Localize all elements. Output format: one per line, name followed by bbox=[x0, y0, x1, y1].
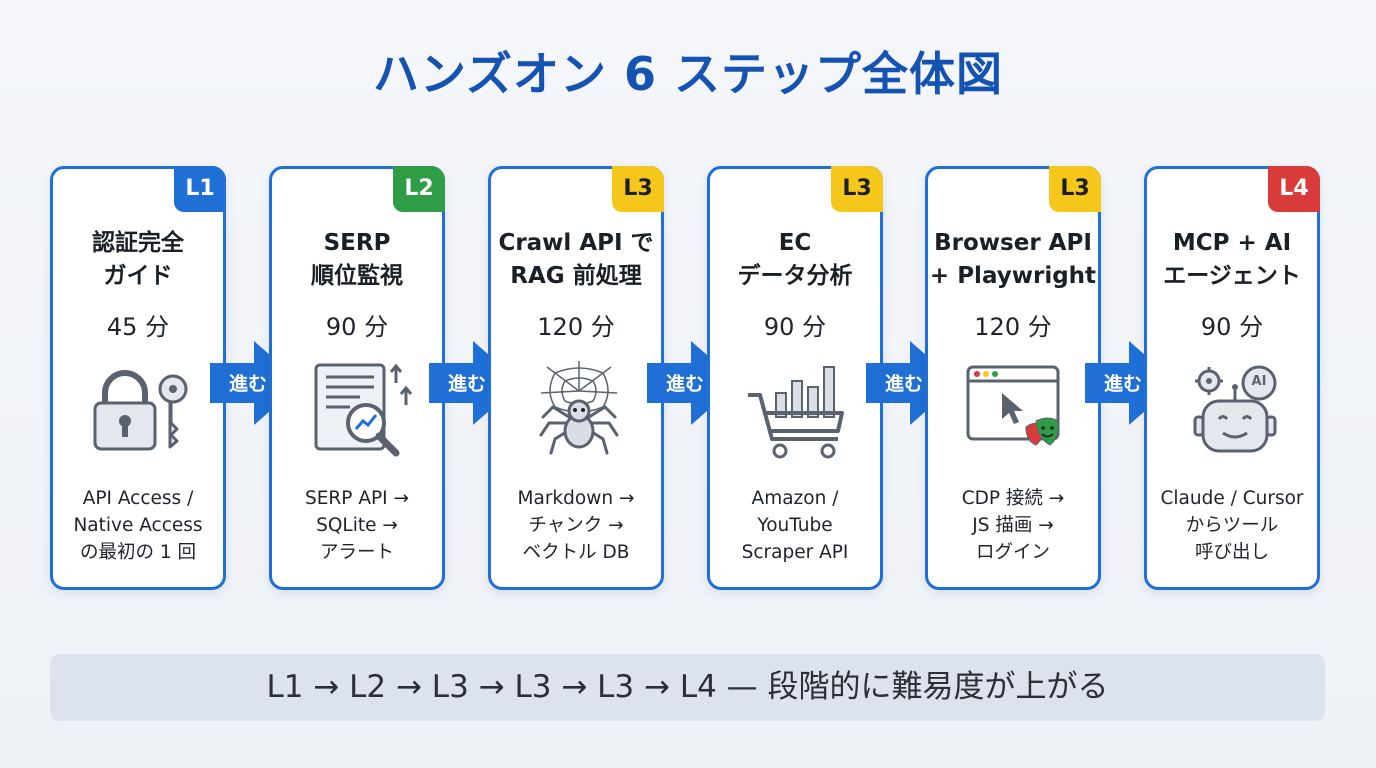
step-description: Amazon / YouTube Scraper API bbox=[741, 488, 849, 563]
step-description: Claude / Cursor からツール 呼び出し bbox=[1160, 488, 1304, 563]
level-badge: L2 bbox=[393, 166, 445, 212]
search-report-icon bbox=[300, 361, 420, 461]
step-duration: 45 分 bbox=[106, 313, 170, 341]
level-badge: L3 bbox=[612, 166, 664, 212]
level-badge: L3 bbox=[1049, 166, 1101, 212]
arrow-label: 進む bbox=[1103, 373, 1142, 395]
step-description: Markdown → チャンク → ベクトル DB bbox=[517, 488, 635, 563]
next-arrow-1: 進む bbox=[210, 341, 302, 425]
difficulty-footer: L1 → L2 → L3 → L3 → L3 → L4 — 段階的に難易度が上が… bbox=[50, 654, 1325, 721]
step-duration: 90 分 bbox=[1200, 313, 1264, 341]
step-title: Browser API + Playwright bbox=[929, 230, 1097, 289]
level-badge: L4 bbox=[1268, 166, 1320, 212]
spider-icon bbox=[519, 361, 639, 461]
page-title: ハンズオン 6 ステップ全体図 bbox=[372, 47, 1004, 101]
next-arrow-5: 進む bbox=[1085, 341, 1177, 425]
step-description: API Access / Native Access の最初の 1 回 bbox=[73, 488, 203, 563]
ai-label: AI bbox=[1251, 374, 1267, 389]
step-card-5: L3 Browser API + Playwright 120 分 CDP 接続… bbox=[925, 166, 1101, 590]
step-title: 認証完全 ガイド bbox=[92, 230, 184, 289]
next-arrow-3: 進む bbox=[647, 341, 739, 425]
lock-key-icon bbox=[81, 361, 201, 461]
step-description: CDP 接続 → JS 描画 → ログイン bbox=[961, 488, 1065, 563]
step-title: EC データ分析 bbox=[737, 230, 853, 289]
level-badge: L3 bbox=[831, 166, 883, 212]
step-card-6: L4 MCP + AI エージェント 90 分 AI Claude / Curs… bbox=[1144, 166, 1320, 590]
arrow-label: 進む bbox=[447, 373, 486, 395]
arrow-label: 進む bbox=[884, 373, 923, 395]
step-description: SERP API → SQLite → アラート bbox=[305, 488, 409, 563]
step-card-3: L3 Crawl API で RAG 前処理 120 分 bbox=[488, 166, 664, 590]
step-title: MCP + AI エージェント bbox=[1163, 230, 1301, 289]
arrow-label: 進む bbox=[665, 373, 704, 395]
step-card-1: L1 認証完全 ガイド 45 分 API Access / Native Acc… bbox=[50, 166, 226, 590]
ai-robot-icon: AI bbox=[1175, 361, 1295, 461]
step-title: Crawl API で RAG 前処理 bbox=[498, 230, 654, 289]
shopping-cart-chart-icon bbox=[738, 361, 858, 461]
step-duration: 90 分 bbox=[763, 313, 827, 341]
step-card-4: L3 EC データ分析 90 分 Amazon / YouTube Scrape… bbox=[707, 166, 883, 590]
step-duration: 90 分 bbox=[325, 313, 389, 341]
step-duration: 120 分 bbox=[537, 313, 615, 341]
arrow-label: 進む bbox=[228, 373, 267, 395]
step-card-2: L2 SERP 順位監視 90 分 SERP API → SQLite → アラ… bbox=[269, 166, 445, 590]
next-arrow-2: 進む bbox=[429, 341, 521, 425]
level-badge: L1 bbox=[174, 166, 226, 212]
browser-cursor-icon bbox=[956, 361, 1076, 461]
step-title: SERP 順位監視 bbox=[311, 230, 403, 289]
next-arrow-4: 進む bbox=[866, 341, 958, 425]
step-duration: 120 分 bbox=[974, 313, 1052, 341]
